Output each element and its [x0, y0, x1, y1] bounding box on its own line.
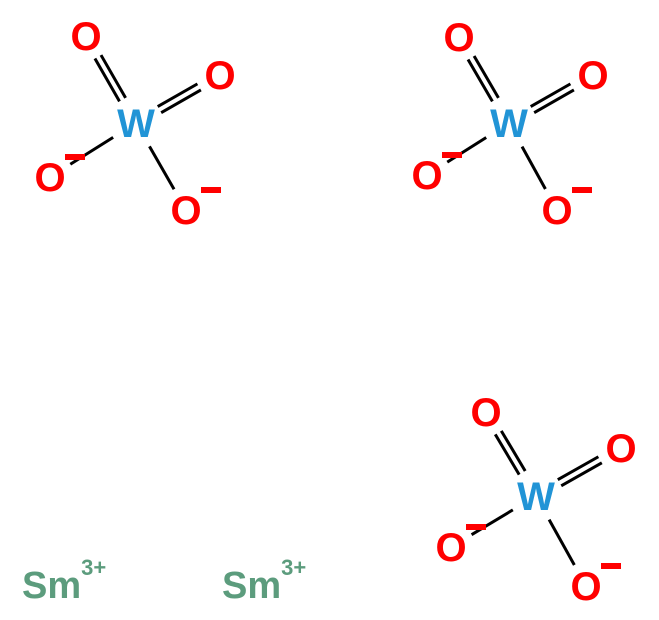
oxygen-atom-label: O: [435, 526, 466, 570]
oxygen-atom-label: O: [411, 154, 442, 198]
double-bond-line: [93, 57, 121, 103]
single-bond-line: [446, 136, 488, 164]
oxygen-atom-label: O: [470, 391, 501, 435]
double-bond-line: [472, 55, 500, 99]
double-bond-line: [160, 88, 202, 114]
oxygen-atom-label: O: [170, 189, 201, 233]
single-bond-line: [520, 145, 547, 190]
oxygen-atom-label: O: [443, 16, 474, 60]
double-bond-line: [466, 58, 494, 103]
oxygen-atom-label: O: [34, 156, 65, 200]
samarium-ion-label: Sm3+: [222, 555, 306, 607]
tungsten-atom-label: W: [490, 102, 528, 146]
double-bond-line: [499, 430, 527, 472]
single-bond-line: [470, 508, 514, 536]
tungsten-atom-label: W: [517, 475, 555, 519]
minus-charge-bar: [601, 563, 621, 569]
minus-charge-bar: [65, 154, 85, 160]
double-bond-line: [156, 82, 199, 108]
minus-charge-bar: [442, 152, 462, 158]
oxygen-atom-label: O: [570, 565, 601, 609]
double-bond-line: [99, 54, 127, 99]
single-bond-line: [148, 145, 176, 190]
samarium-ion-label: Sm3+: [22, 555, 106, 607]
oxygen-atom-label: O: [605, 427, 636, 471]
double-bond-line: [533, 88, 575, 114]
double-bond-line: [529, 82, 572, 108]
single-bond-line: [547, 518, 576, 566]
double-bond-line: [493, 433, 521, 476]
single-bond-line: [69, 136, 114, 166]
oxygen-atom-label: O: [541, 189, 572, 233]
ion-charge-superscript: 3+: [81, 555, 106, 580]
oxygen-atom-label: O: [70, 15, 101, 59]
oxygen-atom-label: O: [204, 54, 235, 98]
ion-charge-superscript: 3+: [281, 555, 306, 580]
double-bond-line: [560, 461, 603, 488]
minus-charge-bar: [572, 187, 592, 193]
minus-charge-bar: [201, 187, 221, 193]
tungsten-atom-label: W: [117, 102, 155, 146]
minus-charge-bar: [466, 524, 486, 530]
double-bond-line: [557, 455, 600, 481]
oxygen-atom-label: O: [577, 54, 608, 98]
